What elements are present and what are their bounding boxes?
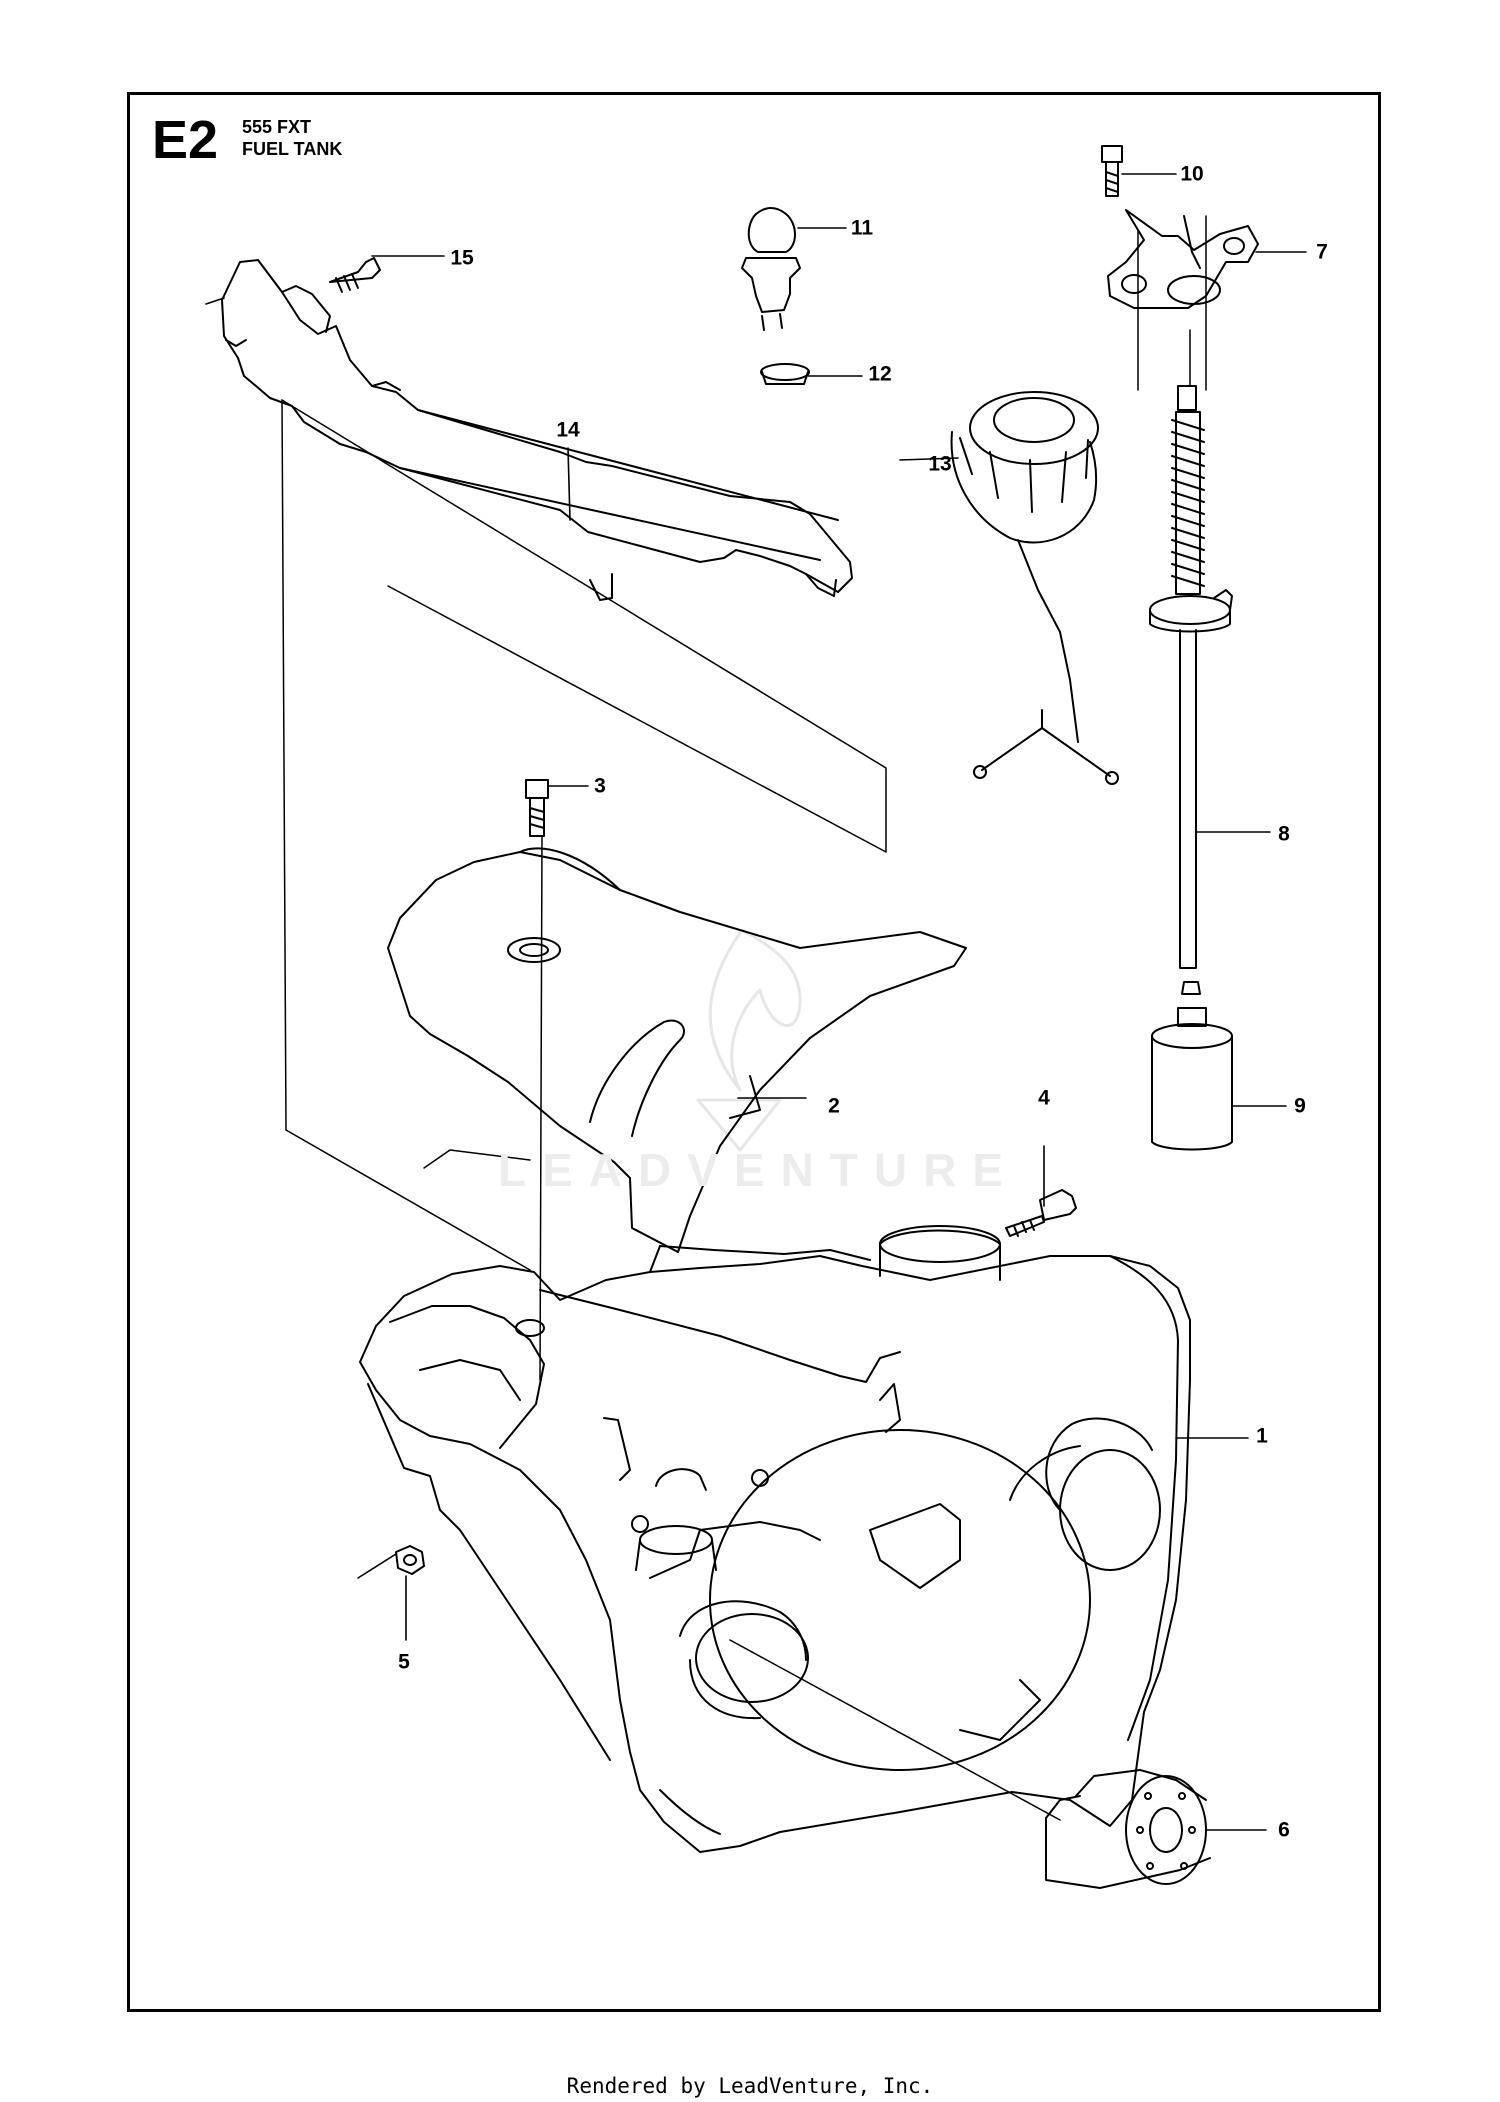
callout-13[interactable]: 13: [928, 452, 952, 476]
part-15-screw: [330, 258, 380, 292]
part-2-tank-cover: [388, 848, 966, 1252]
callout-14[interactable]: 14: [556, 418, 580, 442]
callout-15[interactable]: 15: [450, 246, 474, 270]
part-1-fuel-tank: [360, 1226, 1190, 1852]
part-9-fuel-filter: [1152, 1008, 1232, 1150]
part-6-damper: [1046, 1770, 1210, 1888]
part-5-nut: [396, 1546, 424, 1574]
part-14-handle-tube: [222, 260, 852, 600]
assembly-guide-lines: [282, 216, 1206, 1820]
callout-5[interactable]: 5: [398, 1650, 410, 1674]
part-3-screw: [526, 780, 548, 836]
callout-7[interactable]: 7: [1316, 240, 1328, 264]
callout-4[interactable]: 4: [1038, 1086, 1050, 1110]
part-8-fuel-hose: [1150, 386, 1232, 994]
callout-11[interactable]: 11: [850, 216, 874, 240]
part-13-fuel-cap: [952, 392, 1118, 784]
part-12-clamp: [761, 364, 809, 384]
callout-1[interactable]: 1: [1256, 1424, 1268, 1448]
part-10-screw: [1102, 146, 1122, 196]
section-name: FUEL TANK: [242, 139, 343, 159]
diagram-frame: [127, 92, 1381, 2012]
callout-12[interactable]: 12: [868, 362, 892, 386]
footer-credit: Rendered by LeadVenture, Inc.: [566, 2074, 934, 2098]
watermark-text: LEADVENTURE: [498, 1144, 1020, 1196]
watermark-logo: [698, 930, 800, 1150]
callout-9[interactable]: 9: [1294, 1094, 1306, 1118]
callout-3[interactable]: 3: [594, 774, 606, 798]
callout-10[interactable]: 10: [1180, 162, 1204, 186]
part-7-holder-bracket: [1108, 210, 1258, 308]
model-name: 555 FXT: [242, 117, 312, 137]
diagram-title: 555 FXT FUEL TANK: [242, 116, 342, 160]
part-4-screw: [1006, 1190, 1076, 1236]
callout-8[interactable]: 8: [1278, 822, 1290, 846]
callout-2[interactable]: 2: [828, 1094, 840, 1118]
leader-lines: [206, 174, 1306, 1830]
callout-6[interactable]: 6: [1278, 1818, 1290, 1842]
part-11-primer-bulb: [742, 208, 800, 330]
diagram-code: E2: [152, 110, 219, 170]
